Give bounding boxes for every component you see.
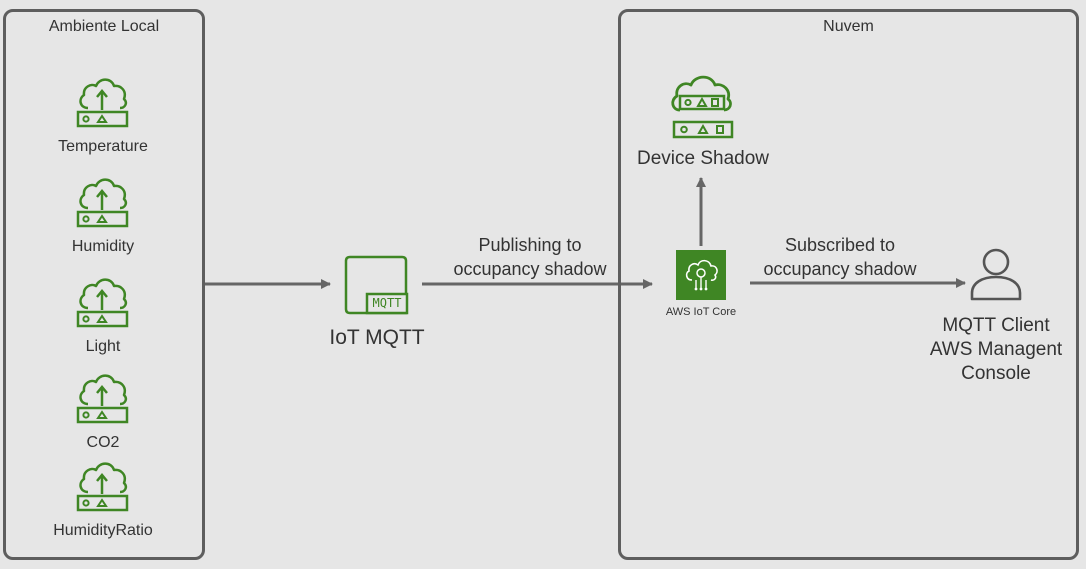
sensor-label: Light [85,338,121,355]
iot-sensor-cloud-icon [76,374,129,424]
mqtt-node: MQTT [344,253,410,317]
sensor-light: Light [28,276,178,356]
iot-sensor-cloud-icon [76,278,129,328]
edge-label-subscribe: Subscribed to occupancy shadow [740,233,940,281]
iot-core-node [676,250,726,300]
iot-sensor-cloud-icon [76,78,129,128]
device-shadow-node [668,72,738,142]
device-shadow-label: Device Shadow [636,148,770,169]
iot-core-label: AWS IoT Core [665,306,737,318]
mqtt-label: IoT MQTT [329,326,425,349]
edge-label-line: occupancy shadow [453,259,607,279]
mqtt-client-node [968,245,1024,301]
client-label-line: Console [961,363,1031,384]
device-shadow-icon [671,75,734,139]
cloud-zone: Nuvem [618,9,1079,560]
mqtt-topic-icon [344,255,409,315]
client-label-line: AWS Managent [929,339,1063,360]
iot-sensor-cloud-icon [76,178,129,228]
sensor-label: HumidityRatio [53,522,153,539]
iot-core-icon [685,259,718,291]
zone-title-local: Ambiente Local [48,18,160,35]
sensor-humidityratio: HumidityRatio [28,460,178,540]
edge-label-line: Publishing to [478,235,582,255]
mqtt-client-label: MQTT Client AWS Managent Console [915,314,1077,386]
sensor-temperature: Temperature [28,76,178,156]
sensor-humidity: Humidity [28,176,178,256]
mqtt-badge: MQTT [372,296,402,310]
user-icon [970,248,1022,301]
client-label-line: MQTT Client [942,315,1050,336]
sensor-label: Temperature [58,138,148,155]
edge-label-publish: Publishing to occupancy shadow [430,233,630,281]
sensor-co2: CO2 [28,372,178,452]
sensor-label: Humidity [71,238,135,255]
edge-label-line: occupancy shadow [763,259,917,279]
edge-label-line: Subscribed to [784,235,896,255]
iot-sensor-cloud-icon [76,462,129,512]
zone-title-cloud: Nuvem [823,18,874,35]
local-environment-zone: Ambiente Local [3,9,205,560]
sensor-label: CO2 [86,434,120,451]
